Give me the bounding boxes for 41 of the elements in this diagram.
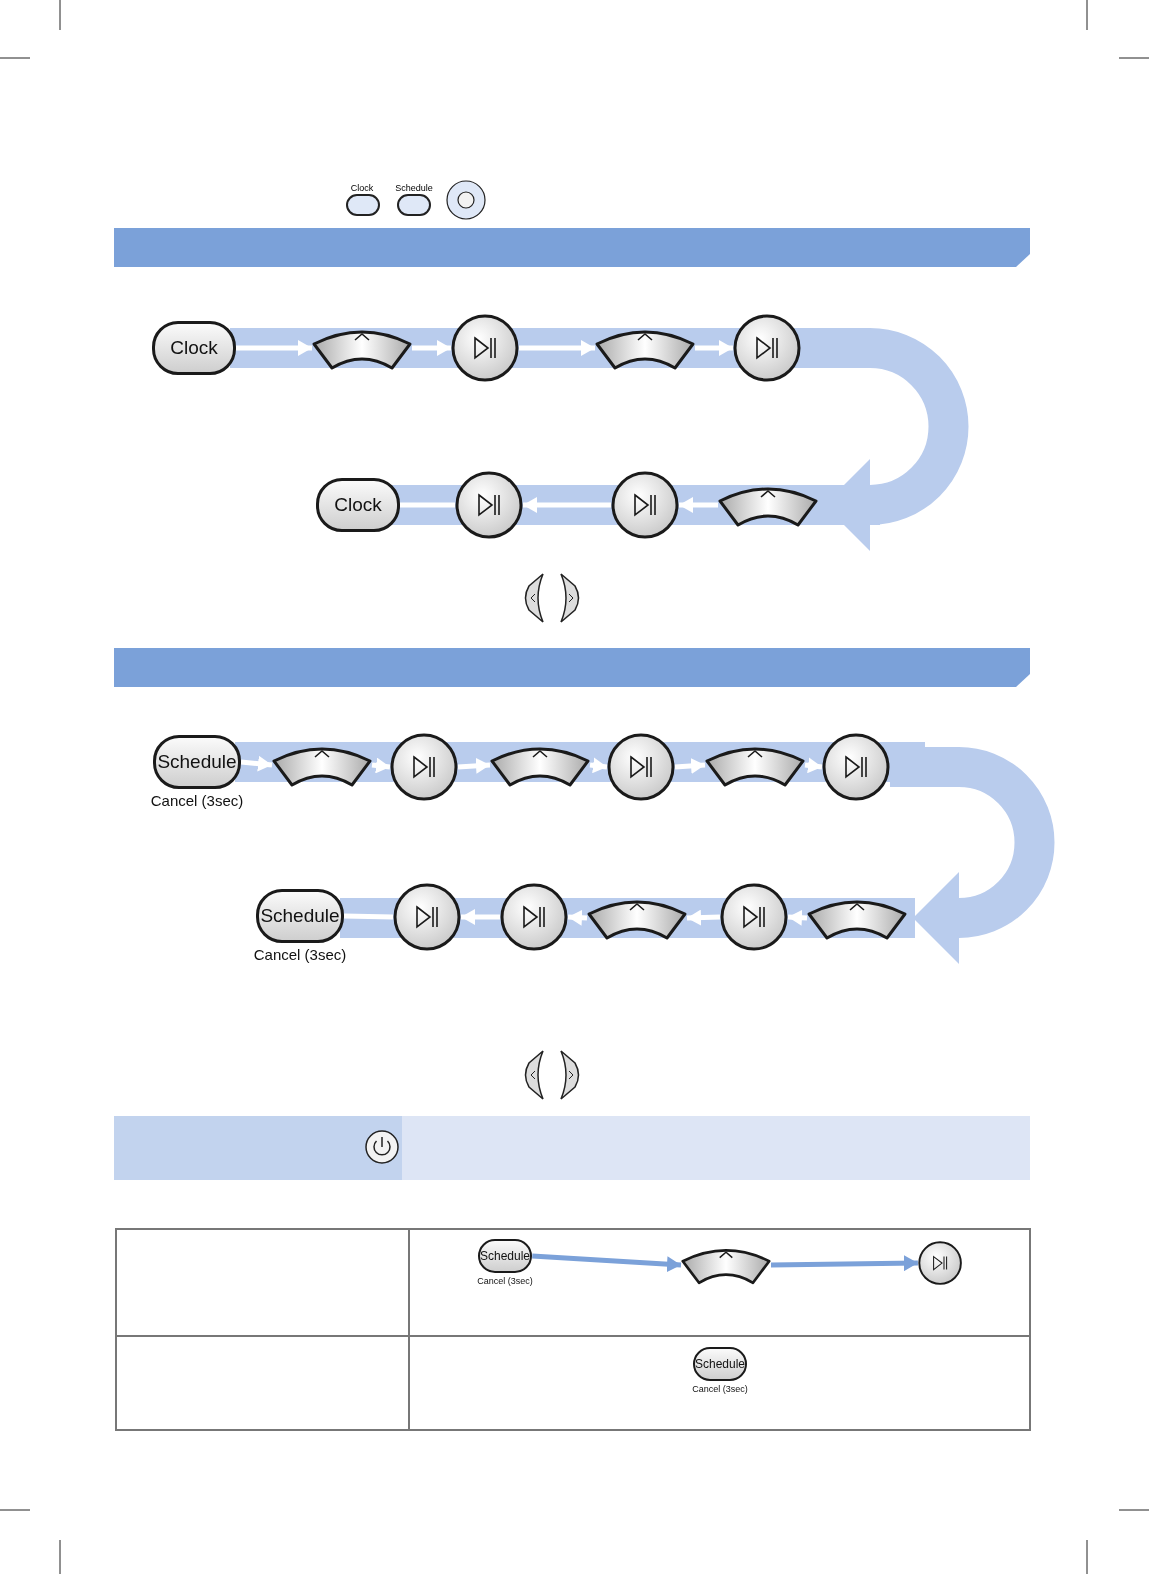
key-button: Clock <box>316 478 400 532</box>
play-pause-key <box>720 883 788 951</box>
arrow <box>770 1255 918 1272</box>
arrow <box>695 340 733 356</box>
key-label: Clock <box>350 183 374 193</box>
arrow <box>679 497 718 513</box>
key-label: Schedule <box>395 183 433 193</box>
play-pause-key <box>455 471 523 539</box>
play-pause-key <box>393 883 461 951</box>
key-button: Schedule <box>692 1347 748 1381</box>
play-pause-key <box>607 733 675 801</box>
play-pause-key <box>611 471 679 539</box>
play-pause-key <box>822 733 890 801</box>
key-button: Schedule <box>477 1239 533 1273</box>
caption-text: Cancel (3sec) <box>253 946 347 963</box>
arrow <box>686 909 721 926</box>
play-pause-key <box>733 314 801 382</box>
arrow <box>457 757 491 774</box>
caption-text: Cancel (3sec) <box>477 1275 533 1286</box>
caption-text: Cancel (3sec) <box>692 1383 748 1394</box>
play-pause-key <box>917 1240 963 1286</box>
key-button: Schedule <box>153 735 241 789</box>
play-pause-key <box>451 314 519 382</box>
key-button: Schedule <box>256 889 344 943</box>
arrow <box>804 757 823 774</box>
play-pause-key <box>390 733 458 801</box>
arrow <box>674 757 706 774</box>
arrow <box>589 757 608 774</box>
arrow <box>567 909 588 926</box>
arrow <box>461 909 500 925</box>
arrow <box>412 340 451 356</box>
arrow <box>519 340 595 356</box>
caption-text: Cancel (3sec) <box>150 792 244 809</box>
arrow <box>236 340 312 356</box>
key-button: Clock <box>152 321 236 375</box>
arrow <box>532 1253 682 1273</box>
arrow <box>240 755 273 772</box>
arrow <box>371 757 391 774</box>
arrow <box>787 909 808 926</box>
play-pause-key <box>500 883 568 951</box>
arrow <box>523 497 611 513</box>
